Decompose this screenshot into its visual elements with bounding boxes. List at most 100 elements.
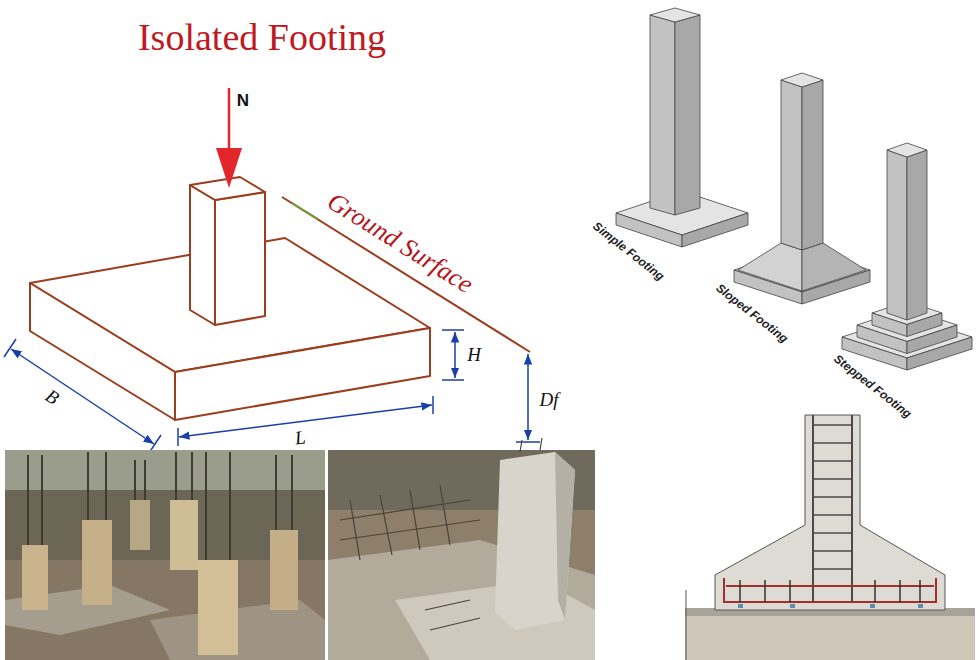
dimension-lines	[4, 330, 540, 453]
ground-line-tint	[292, 203, 318, 219]
dimension-lines-part	[516, 441, 540, 443]
site-photo-right	[328, 438, 595, 660]
footing-section-part	[740, 580, 920, 602]
site-photo-left-part	[130, 500, 150, 550]
type-label: Stepped Footing	[831, 353, 914, 422]
footing-section-part	[686, 590, 687, 660]
site-photo-left-part	[82, 520, 112, 605]
dimension-lines-part	[442, 329, 464, 331]
site-photo-right-part-part	[410, 490, 420, 550]
load-arrow-part	[228, 88, 231, 152]
dimension-label: B	[41, 385, 62, 409]
footing-types-part	[738, 243, 802, 291]
footing-section-part-part	[726, 585, 934, 587]
dimension-label: Df	[540, 390, 559, 411]
footing-section-part-part	[764, 580, 766, 602]
footing-types-part	[781, 80, 802, 250]
footing-types-part	[887, 143, 927, 157]
site-photo-left-part	[170, 500, 198, 570]
site-photo-left-part-part	[144, 460, 146, 500]
site-photo-left-part	[5, 450, 325, 660]
dimension-lines-part	[179, 405, 432, 437]
footing-types-part	[682, 213, 748, 247]
footing-types-part	[781, 73, 823, 87]
site-photo-right-part-part	[430, 618, 480, 630]
site-photo-left-part	[22, 545, 48, 610]
footing-section	[685, 415, 975, 660]
type-label: Sloped Footing	[714, 282, 791, 346]
site-photo-right-part	[328, 450, 595, 660]
column-side	[190, 185, 215, 325]
site-photo-left-part-part	[275, 455, 277, 530]
site-photo-left-part-part	[291, 455, 293, 530]
site-photo-left-part	[198, 560, 238, 655]
footing-section-part-part	[919, 580, 921, 602]
footing-section-part-part	[813, 568, 852, 570]
load-arrow-part	[216, 148, 242, 188]
ground-label: Ground Surface	[322, 187, 478, 299]
site-photo-left-part-part	[205, 452, 207, 560]
site-photo-right-part-part	[440, 485, 450, 545]
footing-section-part-part	[813, 424, 852, 426]
footing-types-part	[650, 8, 700, 22]
dimension-lines-part	[442, 379, 464, 381]
footing-types-part	[802, 80, 823, 250]
footing-section-part-part	[899, 580, 901, 602]
footing-section-part	[685, 612, 975, 660]
dimension-lines-part	[432, 396, 434, 414]
ground-line	[282, 197, 530, 352]
footing-types-part	[650, 15, 675, 215]
site-photo-left-part-part	[134, 460, 136, 500]
site-photo-left-part	[28, 452, 292, 560]
site-photo-left-part-part	[105, 452, 107, 520]
footing-types	[616, 8, 972, 370]
dimension-lines-part	[454, 332, 456, 378]
footing-types-part	[907, 150, 927, 320]
footing-section-part-part	[918, 604, 923, 608]
footing-section-part-part	[790, 604, 795, 608]
dimension-lines-part	[11, 349, 154, 444]
load-label: N	[237, 92, 249, 111]
site-photo-right-part-part	[340, 500, 470, 520]
site-photo-right-part	[555, 452, 575, 620]
footing-section-part	[724, 578, 936, 602]
column-front	[215, 192, 265, 325]
site-photo-left-part-part	[191, 452, 193, 500]
site-photo-left-part-part	[229, 452, 231, 560]
footing-types-part	[802, 243, 866, 291]
footing-section-part-part	[813, 478, 852, 480]
footing-section-part	[715, 415, 945, 610]
dimension-label: L	[293, 427, 306, 449]
slab-front	[175, 328, 430, 420]
site-photo-right-part	[340, 438, 542, 630]
footing-section-part-part	[724, 578, 936, 602]
footing-section-part	[813, 415, 852, 603]
footing-section-part	[813, 425, 852, 569]
site-photo-left-part-part	[87, 452, 89, 520]
site-photo-right-part-part	[425, 600, 470, 610]
site-photo-left-part-part	[27, 455, 29, 545]
footing-section-part-part	[738, 604, 743, 608]
site-photo-left-part	[270, 530, 298, 610]
site-photo-left	[5, 450, 325, 660]
diagram-title: Isolated Footing	[138, 17, 386, 59]
site-photo-right-part	[495, 452, 575, 630]
site-photo-right-part-part	[540, 438, 542, 450]
footing-section-part-part	[813, 460, 852, 462]
footing-section-part-part	[813, 532, 852, 534]
type-label: Simple Footing	[590, 220, 666, 284]
footing-section-part-part	[789, 580, 791, 602]
site-photo-right-part-part	[520, 440, 522, 452]
slab-side	[30, 283, 175, 420]
dimension-lines-part	[4, 339, 16, 357]
footing-section-part-part	[813, 496, 852, 498]
dimension-lines-part	[527, 354, 529, 440]
footing-section-part-part	[813, 442, 852, 444]
site-photo-right-part-part	[340, 520, 480, 540]
footing-types-part	[887, 150, 907, 320]
footing-types-part	[675, 15, 700, 215]
site-photo-right-part-part	[350, 500, 360, 560]
